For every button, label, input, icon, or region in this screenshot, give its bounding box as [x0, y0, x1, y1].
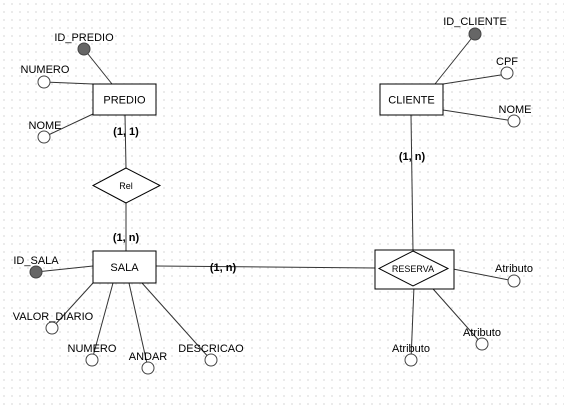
entity-predio[interactable]: PREDIO	[92, 83, 157, 116]
entity-cliente-label: CLIENTE	[388, 95, 434, 107]
attribute-id-cliente[interactable]: ID_CLIENTE	[443, 16, 507, 41]
connector-id-predio	[83, 48, 113, 85]
attribute-label: NOME	[499, 104, 532, 116]
attribute-marker[interactable]	[37, 75, 51, 89]
key-attribute-marker[interactable]	[77, 42, 91, 56]
connector-cliente-reserva	[410, 114, 414, 252]
attribute-atributo-2[interactable]: Atributo	[463, 327, 501, 351]
relationship-rel-label: Rel	[119, 181, 133, 191]
attribute-andar[interactable]: ANDAR	[129, 351, 168, 375]
cardinality-sala-reserva: (1, n)	[210, 262, 237, 274]
attribute-label: DESCRICAO	[178, 343, 244, 355]
connector-nome-predio	[43, 113, 94, 138]
attribute-nome-predio[interactable]: NOME	[29, 120, 62, 144]
connector-atributo-3	[410, 285, 415, 361]
entity-cliente[interactable]: CLIENTE	[379, 83, 444, 116]
attribute-marker[interactable]	[204, 353, 218, 367]
key-attribute-marker[interactable]	[29, 265, 43, 279]
attribute-cpf[interactable]: CPF	[496, 56, 518, 80]
key-attribute-marker[interactable]	[468, 27, 482, 41]
attribute-label: ID_CLIENTE	[443, 16, 507, 28]
attribute-label: NOME	[29, 120, 62, 132]
attribute-marker[interactable]	[37, 130, 51, 144]
relationship-reserva-diamond[interactable]	[377, 250, 450, 287]
attribute-label: Atributo	[463, 327, 501, 339]
attribute-label: NUMERO	[68, 343, 117, 355]
attribute-label: Atributo	[495, 263, 533, 275]
attribute-id-sala[interactable]: ID_SALA	[13, 255, 59, 279]
connector-descricao	[141, 282, 212, 361]
attribute-marker[interactable]	[475, 337, 489, 351]
entity-sala-box[interactable]	[92, 250, 157, 284]
attribute-marker[interactable]	[507, 274, 521, 288]
attribute-atributo-3[interactable]: Atributo	[392, 343, 430, 367]
relationship-rel[interactable]: Rel	[91, 167, 162, 204]
attribute-label: ANDAR	[129, 351, 168, 363]
relationship-reserva-label: RESERVA	[392, 264, 434, 274]
attribute-id-predio[interactable]: ID_PREDIO	[54, 32, 114, 56]
connector-atributo-2	[425, 280, 483, 345]
relationship-reserva[interactable]: RESERVA	[374, 249, 455, 290]
attribute-marker[interactable]	[85, 353, 99, 367]
attribute-descricao[interactable]: DESCRICAO	[178, 343, 244, 367]
attribute-marker[interactable]	[507, 114, 521, 128]
attribute-marker[interactable]	[45, 321, 59, 335]
attribute-marker[interactable]	[404, 353, 418, 367]
cardinality-rel-sala: (1, n)	[113, 232, 140, 244]
attribute-label: ID_SALA	[13, 255, 59, 267]
attribute-valor-diario[interactable]: VALOR_DIARIO	[13, 311, 94, 335]
connector-predio-rel	[124, 114, 127, 169]
attribute-label: VALOR_DIARIO	[13, 311, 94, 323]
attribute-marker[interactable]	[500, 66, 514, 80]
attribute-label: Atributo	[392, 343, 430, 355]
connector-atributo-1	[447, 267, 515, 282]
attribute-label: NUMERO	[21, 64, 70, 76]
attribute-label: CPF	[496, 56, 518, 68]
connectors	[35, 33, 515, 369]
attribute-numero-predio[interactable]: NUMERO	[21, 64, 70, 89]
connector-valor-diario	[51, 282, 94, 329]
connector-cpf	[442, 73, 508, 85]
attribute-marker[interactable]	[141, 361, 155, 375]
connector-numero-predio	[43, 81, 94, 85]
relationship-rel-diamond[interactable]	[91, 167, 162, 204]
attribute-numero-sala[interactable]: NUMERO	[68, 343, 117, 367]
cardinality-cliente-reserva: (1, n)	[399, 151, 426, 163]
entity-predio-box[interactable]	[92, 83, 157, 116]
connector-id-cliente	[434, 33, 476, 85]
connector-sala-reserva	[155, 265, 376, 269]
connector-id-sala	[35, 265, 94, 273]
entity-sala[interactable]: SALA	[92, 250, 157, 284]
entity-cliente-box[interactable]	[379, 83, 444, 116]
attribute-label: ID_PREDIO	[54, 32, 114, 44]
connector-andar	[128, 282, 149, 369]
cardinality-predio-rel: (1, 1)	[113, 126, 139, 138]
connector-numero-sala	[91, 282, 114, 361]
entity-predio-label: PREDIO	[103, 95, 146, 107]
entity-sala-label: SALA	[110, 262, 139, 274]
attribute-atributo-1[interactable]: Atributo	[495, 263, 533, 288]
attribute-nome-cliente[interactable]: NOME	[499, 104, 532, 128]
connector-nome-cliente	[442, 109, 515, 122]
